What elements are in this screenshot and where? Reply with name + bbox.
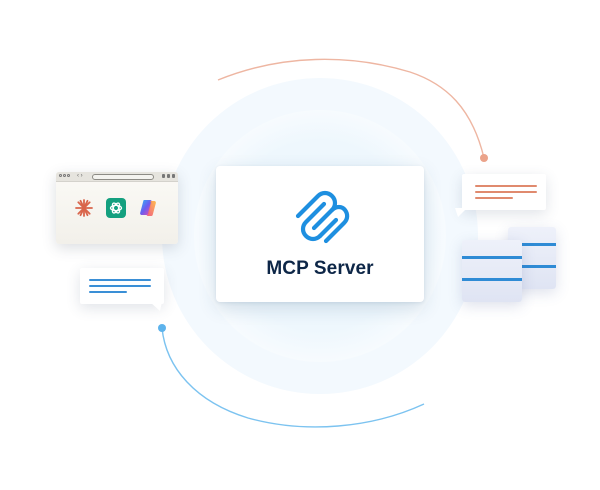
window-controls — [59, 174, 70, 177]
ai-apps — [74, 198, 158, 218]
response-arc — [217, 58, 485, 159]
message-line — [89, 285, 151, 287]
message-line — [89, 279, 151, 281]
message-line — [475, 185, 537, 187]
nav-arrows-icon: ‹ › — [77, 173, 83, 179]
table-row-divider — [462, 256, 522, 259]
toolbar-icons — [162, 174, 175, 178]
request-bubble-tail — [150, 302, 162, 311]
claude-icon — [75, 199, 93, 217]
response-bubble-tail — [455, 208, 467, 217]
message-line — [475, 197, 513, 199]
request-arc — [161, 327, 425, 428]
table-row-divider — [508, 243, 556, 246]
response-message-bubble — [462, 174, 546, 210]
request-arc-endpoint — [158, 324, 166, 332]
browser-toolbar: ‹ › — [56, 172, 178, 182]
message-line — [475, 191, 537, 193]
ai-client-browser-window: ‹ › — [56, 172, 178, 244]
chatgpt-icon — [106, 198, 126, 218]
response-arc-endpoint — [480, 154, 488, 162]
table-row-divider — [508, 265, 556, 268]
request-message-bubble — [80, 268, 164, 304]
server-title: MCP Server — [266, 258, 374, 279]
message-line — [89, 291, 127, 293]
mcp-server-card: MCP Server — [216, 166, 424, 302]
copilot-icon — [140, 200, 156, 216]
address-bar — [92, 174, 154, 180]
table-row-divider — [462, 278, 522, 281]
database-table-front — [462, 240, 522, 302]
mcp-logo-icon — [295, 190, 350, 244]
